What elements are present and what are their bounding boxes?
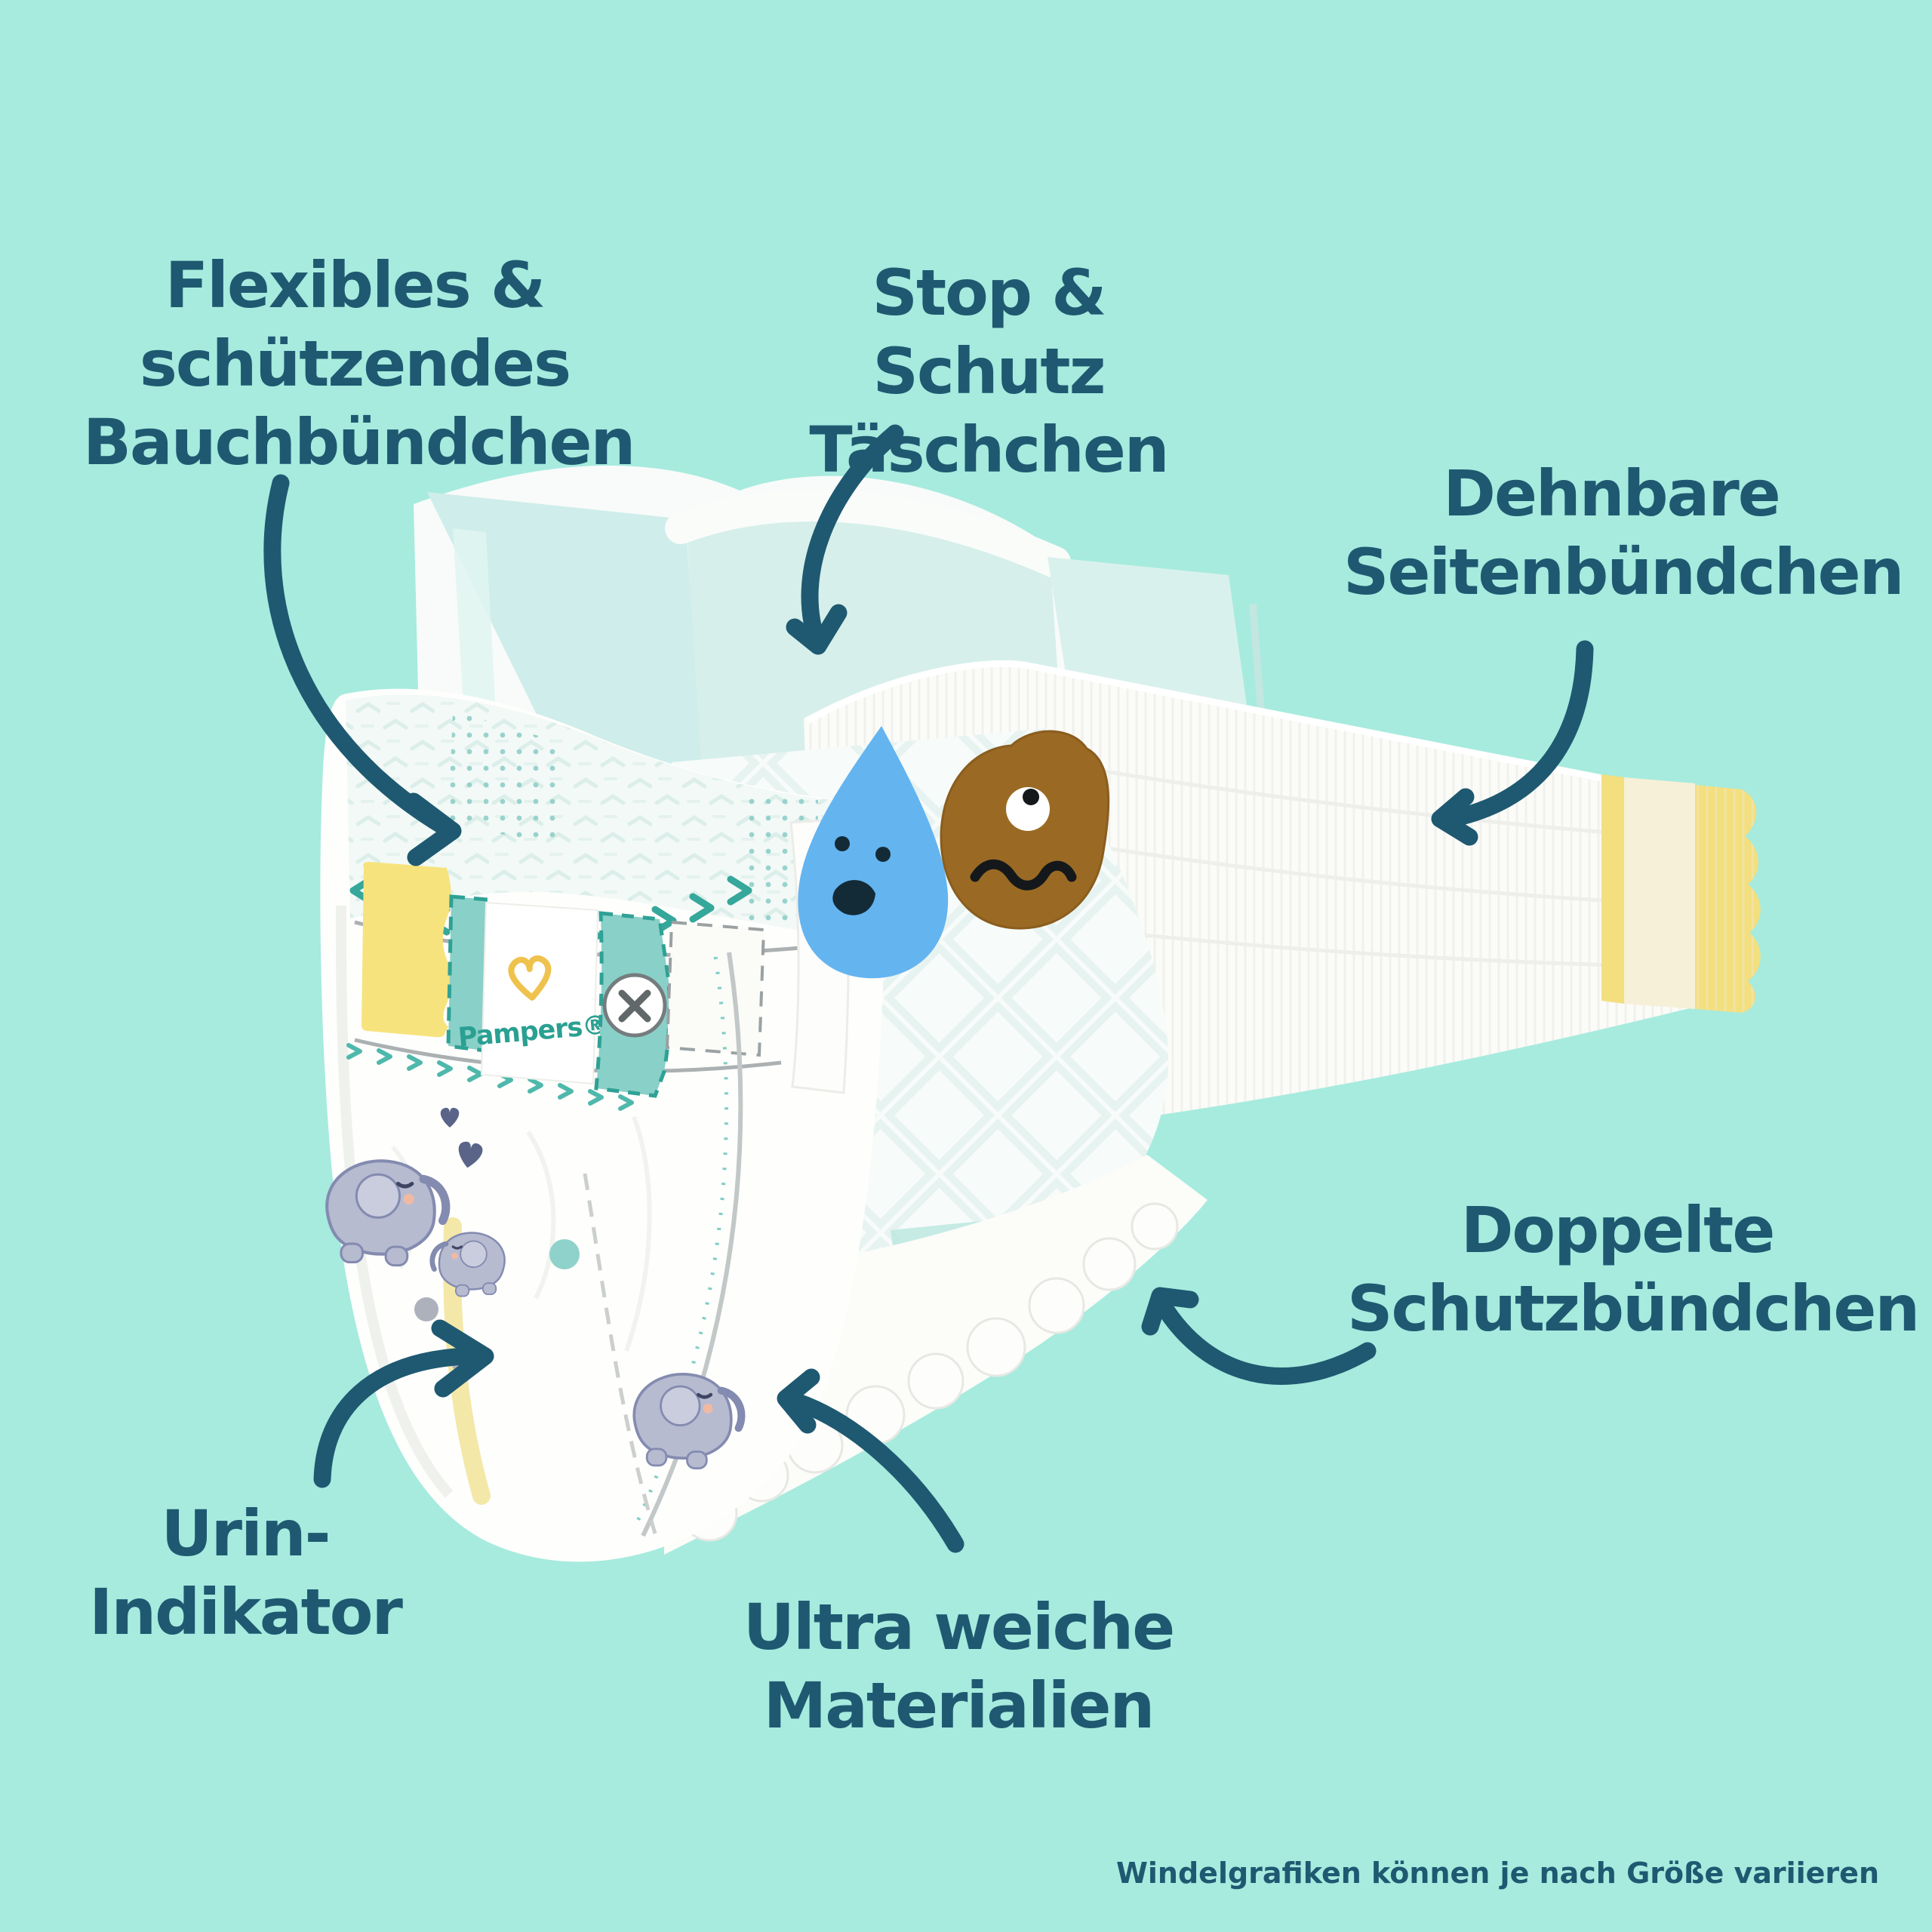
waistband [346,694,851,1111]
label-stop-schutz-taeschchen: Stop & Schutz Täschchen [755,254,1223,489]
label-line: Bauchbündchen [83,405,635,480]
arrow-schutzbuendchen [1141,1287,1377,1385]
label-dehnbare-seitenbuendchen: Dehnbare Seitenbündchen [1343,454,1904,611]
arrow-stop-schutz [786,424,904,655]
chevron-row-small [346,1043,634,1111]
arrow-urin-indikator [313,1319,494,1488]
label-line: Dehnbare [1443,457,1781,531]
annotation-arrows [263,424,1594,1553]
arrow-bauchbuendchen [263,474,462,866]
arrow-seitenbuendchen [1431,640,1594,846]
label-line: Materialien [763,1669,1155,1743]
fastening-tab [1601,774,1761,1013]
poop-character [940,730,1110,930]
arrow-ultra-weich [777,1368,964,1553]
label-flexibles-bauchbuendchen: Flexibles & schützendes Bauchbündchen [83,246,635,481]
label-line: Täschchen [809,413,1169,488]
label-line: Ultra weiche [743,1590,1175,1664]
left-tape [361,862,452,1038]
water-drop-character [798,726,949,979]
label-line: Schutzbündchen [1347,1272,1920,1346]
label-line: Urin-Indikator [89,1497,403,1650]
label-urin-indikator: Urin-Indikator [64,1494,426,1651]
label-line: Doppelte [1460,1193,1776,1267]
label-line: schützendes [139,327,571,401]
label-line: Seitenbündchen [1343,535,1904,610]
label-doppelte-schutzbuendchen: Doppelte Schutzbündchen [1347,1191,1920,1348]
label-ultra-weiche-materialien: Ultra weiche Materialien [724,1588,1192,1745]
label-line: Flexibles & [165,248,546,322]
brand-heart-icon [508,955,552,1001]
footnote-disclaimer: Windelgrafiken können je nach Größe vari… [1115,1857,1879,1890]
label-line: Stop & Schutz [872,256,1107,409]
stitch-button [602,973,667,1038]
